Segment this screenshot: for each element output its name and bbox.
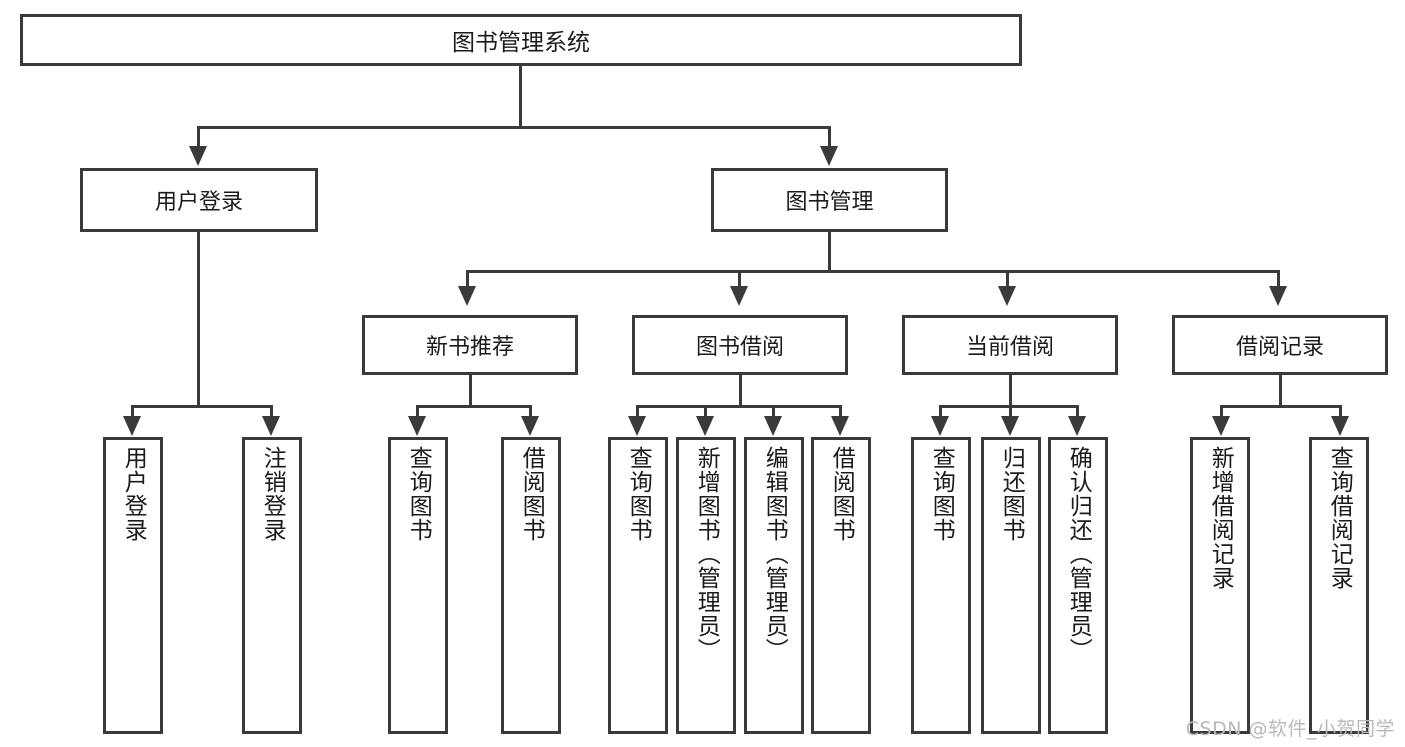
connector-bm-drop-1 — [466, 270, 469, 288]
leaf-book-borrow-query[interactable]: 查询图书 — [608, 437, 668, 734]
leaf-current-borrow-return[interactable]: 归还图书 — [981, 437, 1041, 734]
connector-new-book-drop-1 — [416, 405, 419, 418]
leaf-book-borrow-borrow-label: 借阅图书 — [828, 446, 855, 542]
connector-user-login-drop-1 — [131, 405, 134, 418]
watermark: CSDN @软件_小贺同学 — [1185, 718, 1395, 740]
leaf-book-borrow-edit[interactable]: 编辑图书（管理员） — [744, 437, 804, 734]
leaf-book-borrow-borrow[interactable]: 借阅图书 — [811, 437, 871, 734]
node-borrow-record[interactable]: 借阅记录 — [1172, 315, 1388, 375]
connector-root-stem — [519, 66, 522, 128]
leaf-current-borrow-confirm-return-label: 确认归还（管理员） — [1065, 446, 1092, 662]
node-book-borrow[interactable]: 图书借阅 — [632, 315, 848, 375]
arrowhead-bm-to-borrow-record — [1269, 286, 1287, 306]
arrowhead-new-book-leaf-2 — [521, 416, 539, 436]
leaf-new-book-borrow-label: 借阅图书 — [518, 446, 545, 542]
leaf-user-login-logout[interactable]: 注销登录 — [242, 437, 302, 734]
connector-new-book-bar — [416, 405, 532, 408]
node-current-borrow-label: 当前借阅 — [965, 335, 1054, 360]
leaf-current-borrow-confirm-return[interactable]: 确认归还（管理员） — [1048, 437, 1108, 734]
connector-current-borrow-stem — [1009, 375, 1012, 407]
arrowhead-bm-to-book-borrow — [730, 286, 748, 306]
connector-current-borrow-drop-2 — [1009, 405, 1012, 418]
connector-borrow-record-drop-2 — [1339, 405, 1342, 418]
leaf-current-borrow-return-label: 归还图书 — [998, 446, 1025, 542]
leaf-user-login-login[interactable]: 用户登录 — [103, 437, 163, 734]
connector-new-book-drop-2 — [529, 405, 532, 418]
leaf-current-borrow-query[interactable]: 查询图书 — [911, 437, 971, 734]
arrowhead-current-borrow-leaf-3 — [1068, 416, 1086, 436]
node-book-management-label: 图书管理 — [785, 190, 874, 215]
leaf-new-book-query[interactable]: 查询图书 — [388, 437, 448, 734]
connector-book-borrow-drop-3 — [772, 405, 775, 418]
connector-bm-drop-4 — [1277, 270, 1280, 288]
arrowhead-book-borrow-leaf-3 — [764, 416, 782, 436]
arrowhead-borrow-record-leaf-1 — [1212, 416, 1230, 436]
arrowhead-book-borrow-leaf-4 — [831, 416, 849, 436]
node-current-borrow[interactable]: 当前借阅 — [902, 315, 1118, 375]
leaf-user-login-login-label: 用户登录 — [120, 446, 147, 542]
arrowhead-book-borrow-leaf-1 — [628, 416, 646, 436]
leaf-book-borrow-edit-label: 编辑图书（管理员） — [761, 446, 788, 662]
leaf-borrow-record-query[interactable]: 查询借阅记录 — [1309, 437, 1369, 734]
arrowhead-current-borrow-leaf-2 — [1001, 416, 1019, 436]
arrowhead-root-to-user-login — [189, 146, 207, 166]
arrowhead-new-book-leaf-1 — [408, 416, 426, 436]
connector-user-login-drop-2 — [270, 405, 273, 418]
leaf-new-book-query-label: 查询图书 — [405, 446, 432, 542]
node-new-book-recommend-label: 新书推荐 — [425, 335, 514, 360]
connector-borrow-record-bar — [1220, 405, 1342, 408]
connector-user-login-bar — [131, 405, 273, 408]
connector-root-bar — [197, 126, 831, 129]
connector-root-to-user-login — [197, 126, 200, 148]
node-new-book-recommend[interactable]: 新书推荐 — [362, 315, 578, 375]
leaf-current-borrow-query-label: 查询图书 — [928, 446, 955, 542]
connector-borrow-record-stem — [1279, 375, 1282, 407]
connector-book-management-stem — [828, 232, 831, 272]
connector-user-login-stem — [197, 232, 200, 407]
leaf-book-borrow-add-label: 新增图书（管理员） — [693, 446, 720, 662]
leaf-borrow-record-query-label: 查询借阅记录 — [1326, 446, 1353, 590]
leaf-new-book-borrow[interactable]: 借阅图书 — [501, 437, 561, 734]
leaf-user-login-logout-label: 注销登录 — [259, 446, 286, 542]
arrowhead-borrow-record-leaf-2 — [1331, 416, 1349, 436]
connector-book-borrow-drop-4 — [839, 405, 842, 418]
arrowhead-user-login-leaf-1 — [123, 416, 141, 436]
connector-root-to-book-manage — [828, 126, 831, 148]
arrowhead-root-to-book-manage — [820, 146, 838, 166]
connector-book-borrow-stem — [739, 375, 742, 407]
node-book-management[interactable]: 图书管理 — [711, 168, 948, 232]
connector-borrow-record-drop-1 — [1220, 405, 1223, 418]
node-root-label: 图书管理系统 — [452, 30, 590, 56]
connector-book-borrow-bar — [636, 405, 842, 408]
arrowhead-bm-to-new-book — [458, 286, 476, 306]
connector-book-borrow-drop-2 — [704, 405, 707, 418]
leaf-borrow-record-add[interactable]: 新增借阅记录 — [1190, 437, 1250, 734]
connector-book-borrow-drop-1 — [636, 405, 639, 418]
node-book-borrow-label: 图书借阅 — [695, 335, 784, 360]
node-user-login-label: 用户登录 — [154, 190, 243, 215]
arrowhead-user-login-leaf-2 — [262, 416, 280, 436]
arrowhead-bm-to-current-borrow — [998, 286, 1016, 306]
connector-new-book-stem — [469, 375, 472, 407]
connector-book-management-bar — [466, 270, 1280, 273]
leaf-book-borrow-query-label: 查询图书 — [625, 446, 652, 542]
connector-bm-drop-2 — [738, 270, 741, 288]
connector-current-borrow-drop-1 — [939, 405, 942, 418]
arrowhead-current-borrow-leaf-1 — [931, 416, 949, 436]
node-user-login[interactable]: 用户登录 — [80, 168, 318, 232]
arrowhead-book-borrow-leaf-2 — [696, 416, 714, 436]
leaf-borrow-record-add-label: 新增借阅记录 — [1207, 446, 1234, 590]
connector-current-borrow-drop-3 — [1076, 405, 1079, 418]
node-borrow-record-label: 借阅记录 — [1235, 335, 1324, 360]
node-root[interactable]: 图书管理系统 — [20, 14, 1022, 66]
connector-bm-drop-3 — [1006, 270, 1009, 288]
leaf-book-borrow-add[interactable]: 新增图书（管理员） — [676, 437, 736, 734]
